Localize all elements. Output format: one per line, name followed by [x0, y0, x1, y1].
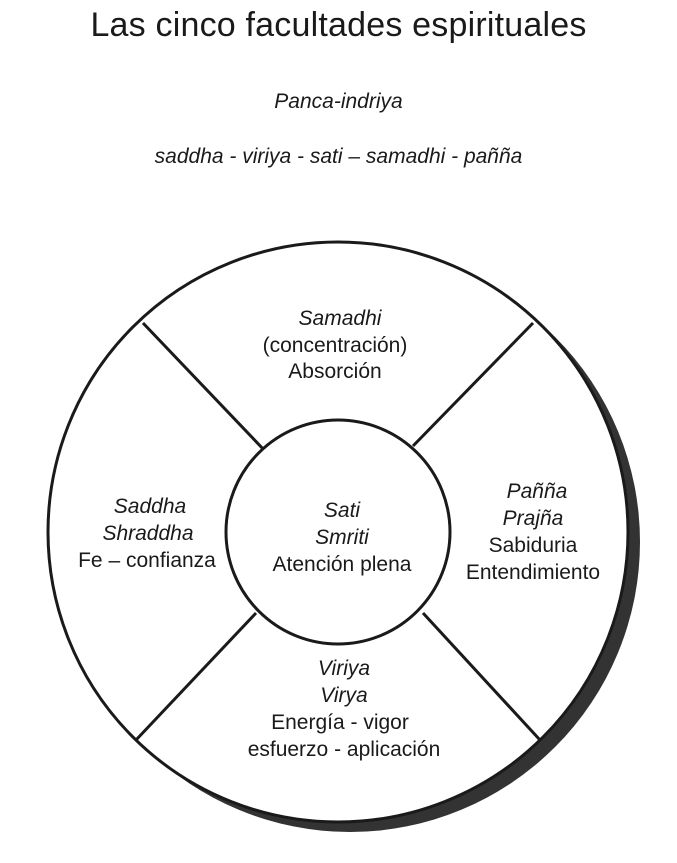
saddha-name: Saddha: [114, 495, 186, 518]
sati-sanskrit: Smriti: [315, 526, 370, 549]
viriya-meaning: Energía - vigor: [271, 711, 409, 734]
divider-top-right: [411, 321, 535, 448]
panna-sanskrit: Prajña: [503, 507, 564, 530]
faculties-list: saddha - viriya - sati – samadhi - pañña: [154, 145, 523, 168]
inner-circle: [224, 418, 452, 646]
saddha-sanskrit: Shraddha: [102, 522, 193, 545]
divider-top-left: [141, 321, 268, 454]
segment-sati: Sati Smriti Atención plena: [273, 499, 412, 576]
divider-bottom-right: [421, 611, 542, 742]
panna-meaning-2: Entendimiento: [466, 561, 600, 584]
saddha-meaning: Fe – confianza: [78, 549, 216, 572]
samadhi-gloss: (concentración): [263, 334, 408, 357]
panna-name: Pañña: [507, 480, 568, 503]
segment-saddha: Saddha Shraddha Fe – confianza: [78, 495, 216, 572]
viriya-meaning-2: esfuerzo - aplicación: [248, 738, 441, 761]
sati-name: Sati: [324, 499, 362, 522]
diagram-subtitle: Panca-indriya: [274, 90, 403, 113]
divider-bottom-left: [134, 611, 258, 742]
panna-meaning: Sabiduria: [489, 534, 578, 557]
segment-panna: Pañña Prajña Sabiduria Entendimiento: [466, 480, 600, 584]
samadhi-meaning: Absorción: [288, 360, 381, 383]
page-title: Las cinco facultades espirituales: [90, 6, 587, 44]
viriya-name: Viriya: [318, 657, 370, 680]
segment-viriya: Viriya Virya Energía - vigor esfuerzo - …: [248, 657, 441, 761]
viriya-sanskrit: Virya: [320, 684, 367, 707]
samadhi-name: Samadhi: [299, 307, 383, 330]
segment-samadhi: Samadhi (concentración) Absorción: [263, 307, 408, 383]
sati-meaning: Atención plena: [273, 553, 412, 576]
